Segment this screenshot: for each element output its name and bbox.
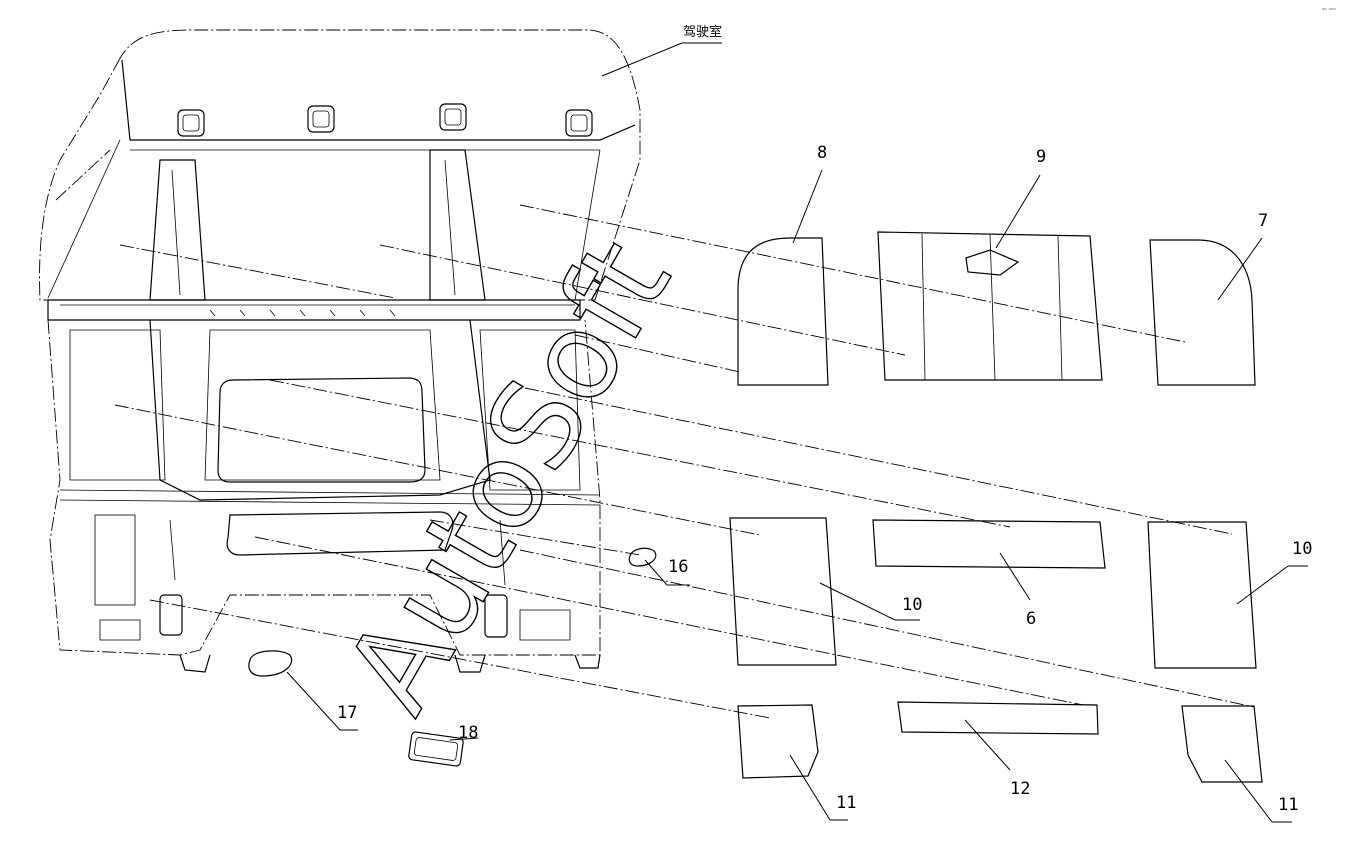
corner-mark: ᵃᵖ ᵃᵃᵃ	[1322, 7, 1336, 14]
callout-18: 18	[458, 723, 478, 743]
cab-body	[39, 29, 641, 673]
callout-8: 8	[817, 143, 827, 163]
cab-label: 驾驶室	[683, 24, 722, 40]
callout-11-left: 11	[836, 793, 856, 813]
part-18-grille	[408, 731, 464, 767]
callout-7: 7	[1258, 211, 1268, 231]
callout-12: 12	[1010, 779, 1030, 799]
panel-10-right	[1147, 521, 1257, 669]
insulation-panels	[248, 231, 1263, 783]
assembly-lines	[114, 204, 1255, 719]
panel-7	[1149, 239, 1256, 386]
callout-16: 16	[668, 557, 688, 577]
panel-11-right	[1181, 705, 1263, 783]
watermark: AutoSoft	[320, 219, 698, 735]
callout-17: 17	[337, 703, 357, 723]
panel-6	[872, 519, 1106, 569]
callout-10-left: 10	[902, 595, 922, 615]
panel-12	[897, 701, 1099, 735]
panel-9	[877, 231, 1103, 381]
part-17-pad	[248, 650, 293, 677]
leader-lines	[286, 42, 1308, 823]
callout-9: 9	[1036, 147, 1046, 167]
panel-11-left	[737, 704, 819, 779]
callout-10-right: 10	[1292, 539, 1312, 559]
panel-8	[737, 237, 829, 386]
callout-6: 6	[1026, 609, 1036, 629]
callout-11-right: 11	[1278, 795, 1298, 815]
panel-10-left	[729, 517, 837, 666]
part-16-pad	[628, 547, 657, 567]
